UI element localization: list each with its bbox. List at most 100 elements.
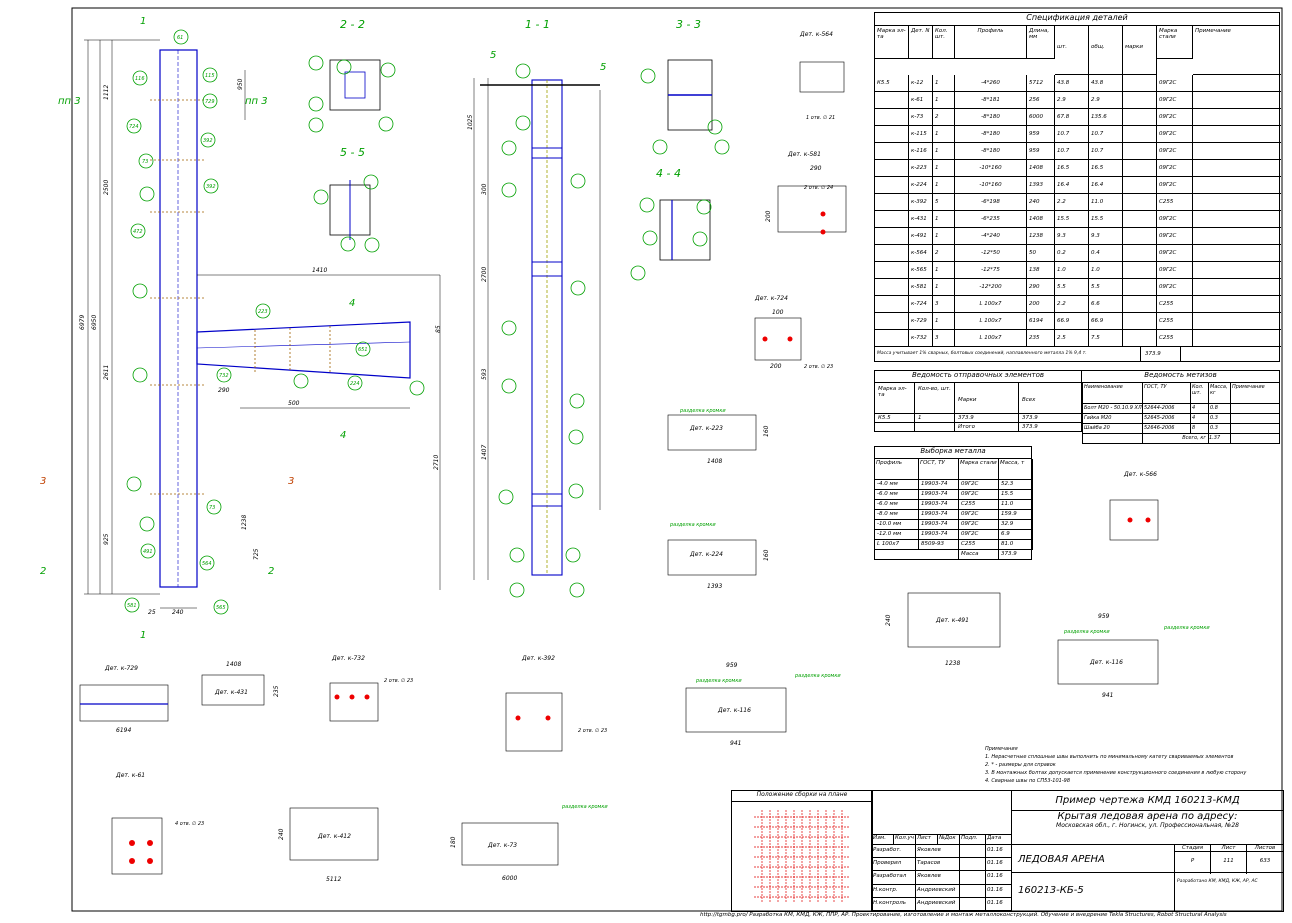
mark-223: 223	[258, 309, 268, 315]
spec-row-qty: 5	[933, 194, 955, 211]
mark-564: 564	[202, 561, 212, 567]
spec-row-det: к-491	[909, 228, 933, 245]
spec-row-det: к-392	[909, 194, 933, 211]
detail-412-h: 240	[278, 828, 285, 840]
spec-row-steel: 09Г2С	[1157, 262, 1193, 279]
mark-732: 732	[219, 373, 229, 379]
dim-25: 25	[148, 609, 156, 616]
hardware-mass: 0.8	[1208, 404, 1230, 414]
spec-row-det: к-115	[909, 126, 933, 143]
spec-row-one: 9.3	[1055, 228, 1089, 245]
stamp-sheets-label: Листов	[1247, 845, 1283, 852]
spec-row-qty: 1	[933, 279, 955, 296]
detail-431-title: Дет. к-431	[214, 689, 248, 696]
detail-564: Дет. к-564 1 отв. ∅ 21	[799, 31, 845, 121]
detail-61-hole: 4 отв. ∅ 23	[175, 821, 204, 827]
spec-row-det: к-564	[909, 245, 933, 262]
section-2-2-title: 2 - 2	[340, 18, 365, 31]
shipping-h-qty: Кол-во, шт.	[915, 383, 955, 413]
mark-729: 729	[205, 99, 215, 105]
spec-row-one: 67.8	[1055, 109, 1089, 126]
spec-row-markmass	[1123, 126, 1157, 143]
dim-950: 950	[237, 78, 244, 90]
metal-total-label: Масса	[959, 550, 999, 559]
spec-row-len: 50	[1027, 245, 1055, 262]
note-item: 4. Сварные швы по СП53-101-98	[985, 778, 1071, 784]
hardware-h-4: Примечание	[1230, 383, 1280, 404]
detail-431-len: 1408	[226, 661, 241, 668]
spec-row-steel: С255	[1157, 330, 1193, 347]
footer-link[interactable]: http://tgmbg.pro/ Разработка КМ, КМД, КЖ…	[700, 912, 1227, 918]
detail-224-weld: разделка кромки	[669, 522, 716, 528]
detail-224-len: 1393	[707, 583, 722, 590]
metal-title: Выборка металла	[874, 446, 1032, 459]
cut-ppo3-right: пп 3	[245, 96, 268, 107]
spec-row-mark	[875, 330, 909, 347]
shipping-title: Ведомость отправочных элементов	[874, 370, 1082, 383]
detail-564-hole: 1 отв. ∅ 21	[806, 115, 835, 121]
spec-row-det: к-724	[909, 296, 933, 313]
section-4-4: 4 - 4	[630, 167, 712, 281]
spec-row-mark	[875, 109, 909, 126]
assembly-label: Положение сборки на плане	[732, 791, 872, 802]
shipping-qty: 1	[915, 413, 955, 422]
spec-row-qty: 1	[933, 313, 955, 330]
hardware-title: Ведомость метизов	[1082, 370, 1280, 383]
hardware-qty: 4	[1190, 404, 1208, 414]
stamp-sign	[960, 884, 986, 897]
spec-h-one: шт.	[1055, 26, 1089, 75]
spec-row-one: 43.8	[1055, 75, 1089, 92]
spec-row-det: к-224	[909, 177, 933, 194]
mark-392b: 392	[206, 184, 216, 190]
dim-6979: 6979	[79, 315, 86, 330]
stamp-role: Проверил	[872, 858, 916, 871]
spec-row-steel: С255	[1157, 296, 1193, 313]
metal-h-1: ГОСТ, ТУ	[919, 459, 959, 480]
stamp-name: Яковлев	[916, 845, 960, 858]
section-1-1: 1 - 1 1025 300 2700 593 1407 5 5	[467, 18, 606, 598]
detail-73-len: 6000	[502, 875, 517, 882]
detail-392-title: Дет. к-392	[521, 655, 555, 662]
hardware-gost: 52645-2006	[1142, 414, 1190, 424]
hardware-note	[1230, 414, 1280, 424]
stamp-sign	[960, 897, 986, 910]
console-top	[196, 321, 411, 379]
metal-h-0: Профиль	[875, 459, 919, 480]
spec-row-qty: 1	[933, 126, 955, 143]
spec-row-all: 16.4	[1089, 177, 1123, 194]
mark-491: 491	[143, 549, 153, 555]
spec-row-len: 200	[1027, 296, 1055, 313]
metal-gost: 19903-74	[919, 510, 959, 520]
detail-116-right-weld2: разделка кромки	[1163, 625, 1210, 631]
detail-116-right-w: 959	[1098, 613, 1110, 620]
mark-581: 581	[127, 603, 137, 609]
spec-row-one: 1.0	[1055, 262, 1089, 279]
spec-row-one: 15.5	[1055, 211, 1089, 228]
stamp-col-2: Лист	[916, 835, 938, 844]
stamp-title: Пример чертежа КМД 160213-КМД	[1012, 791, 1283, 811]
detail-724-w: 200	[770, 363, 782, 370]
spec-h-all: общ.	[1089, 26, 1123, 75]
mark-73: 73	[142, 159, 148, 165]
shipping-h-all: Всех	[1022, 397, 1036, 403]
spec-row-len: 290	[1027, 279, 1055, 296]
spec-row-markmass	[1123, 245, 1157, 262]
spec-row-steel: С255	[1157, 313, 1193, 330]
stamp-sheets: 633	[1259, 858, 1271, 864]
detail-581-h: 200	[765, 210, 772, 222]
spec-h-markmass: марки	[1123, 26, 1157, 75]
notes: Примечания 1. Нерасчетные сплошные швы в…	[985, 745, 1246, 785]
spec-h-det: Дет. N	[909, 26, 933, 59]
detail-392-hole: 2 отв. ∅ 23	[578, 728, 607, 734]
spec-row-one: 0.2	[1055, 245, 1089, 262]
notes-title: Примечания	[985, 746, 1018, 752]
detail-224: разделка кромки Дет. к-224 1393 160	[667, 522, 770, 590]
stamp-code: 160213-КБ-5	[1012, 873, 1175, 911]
spec-row-mark	[875, 228, 909, 245]
spec-row-mark	[875, 296, 909, 313]
spec-total: 373.9	[1141, 347, 1181, 361]
detail-412-len: 5112	[326, 876, 341, 883]
spec-row-len: 256	[1027, 92, 1055, 109]
